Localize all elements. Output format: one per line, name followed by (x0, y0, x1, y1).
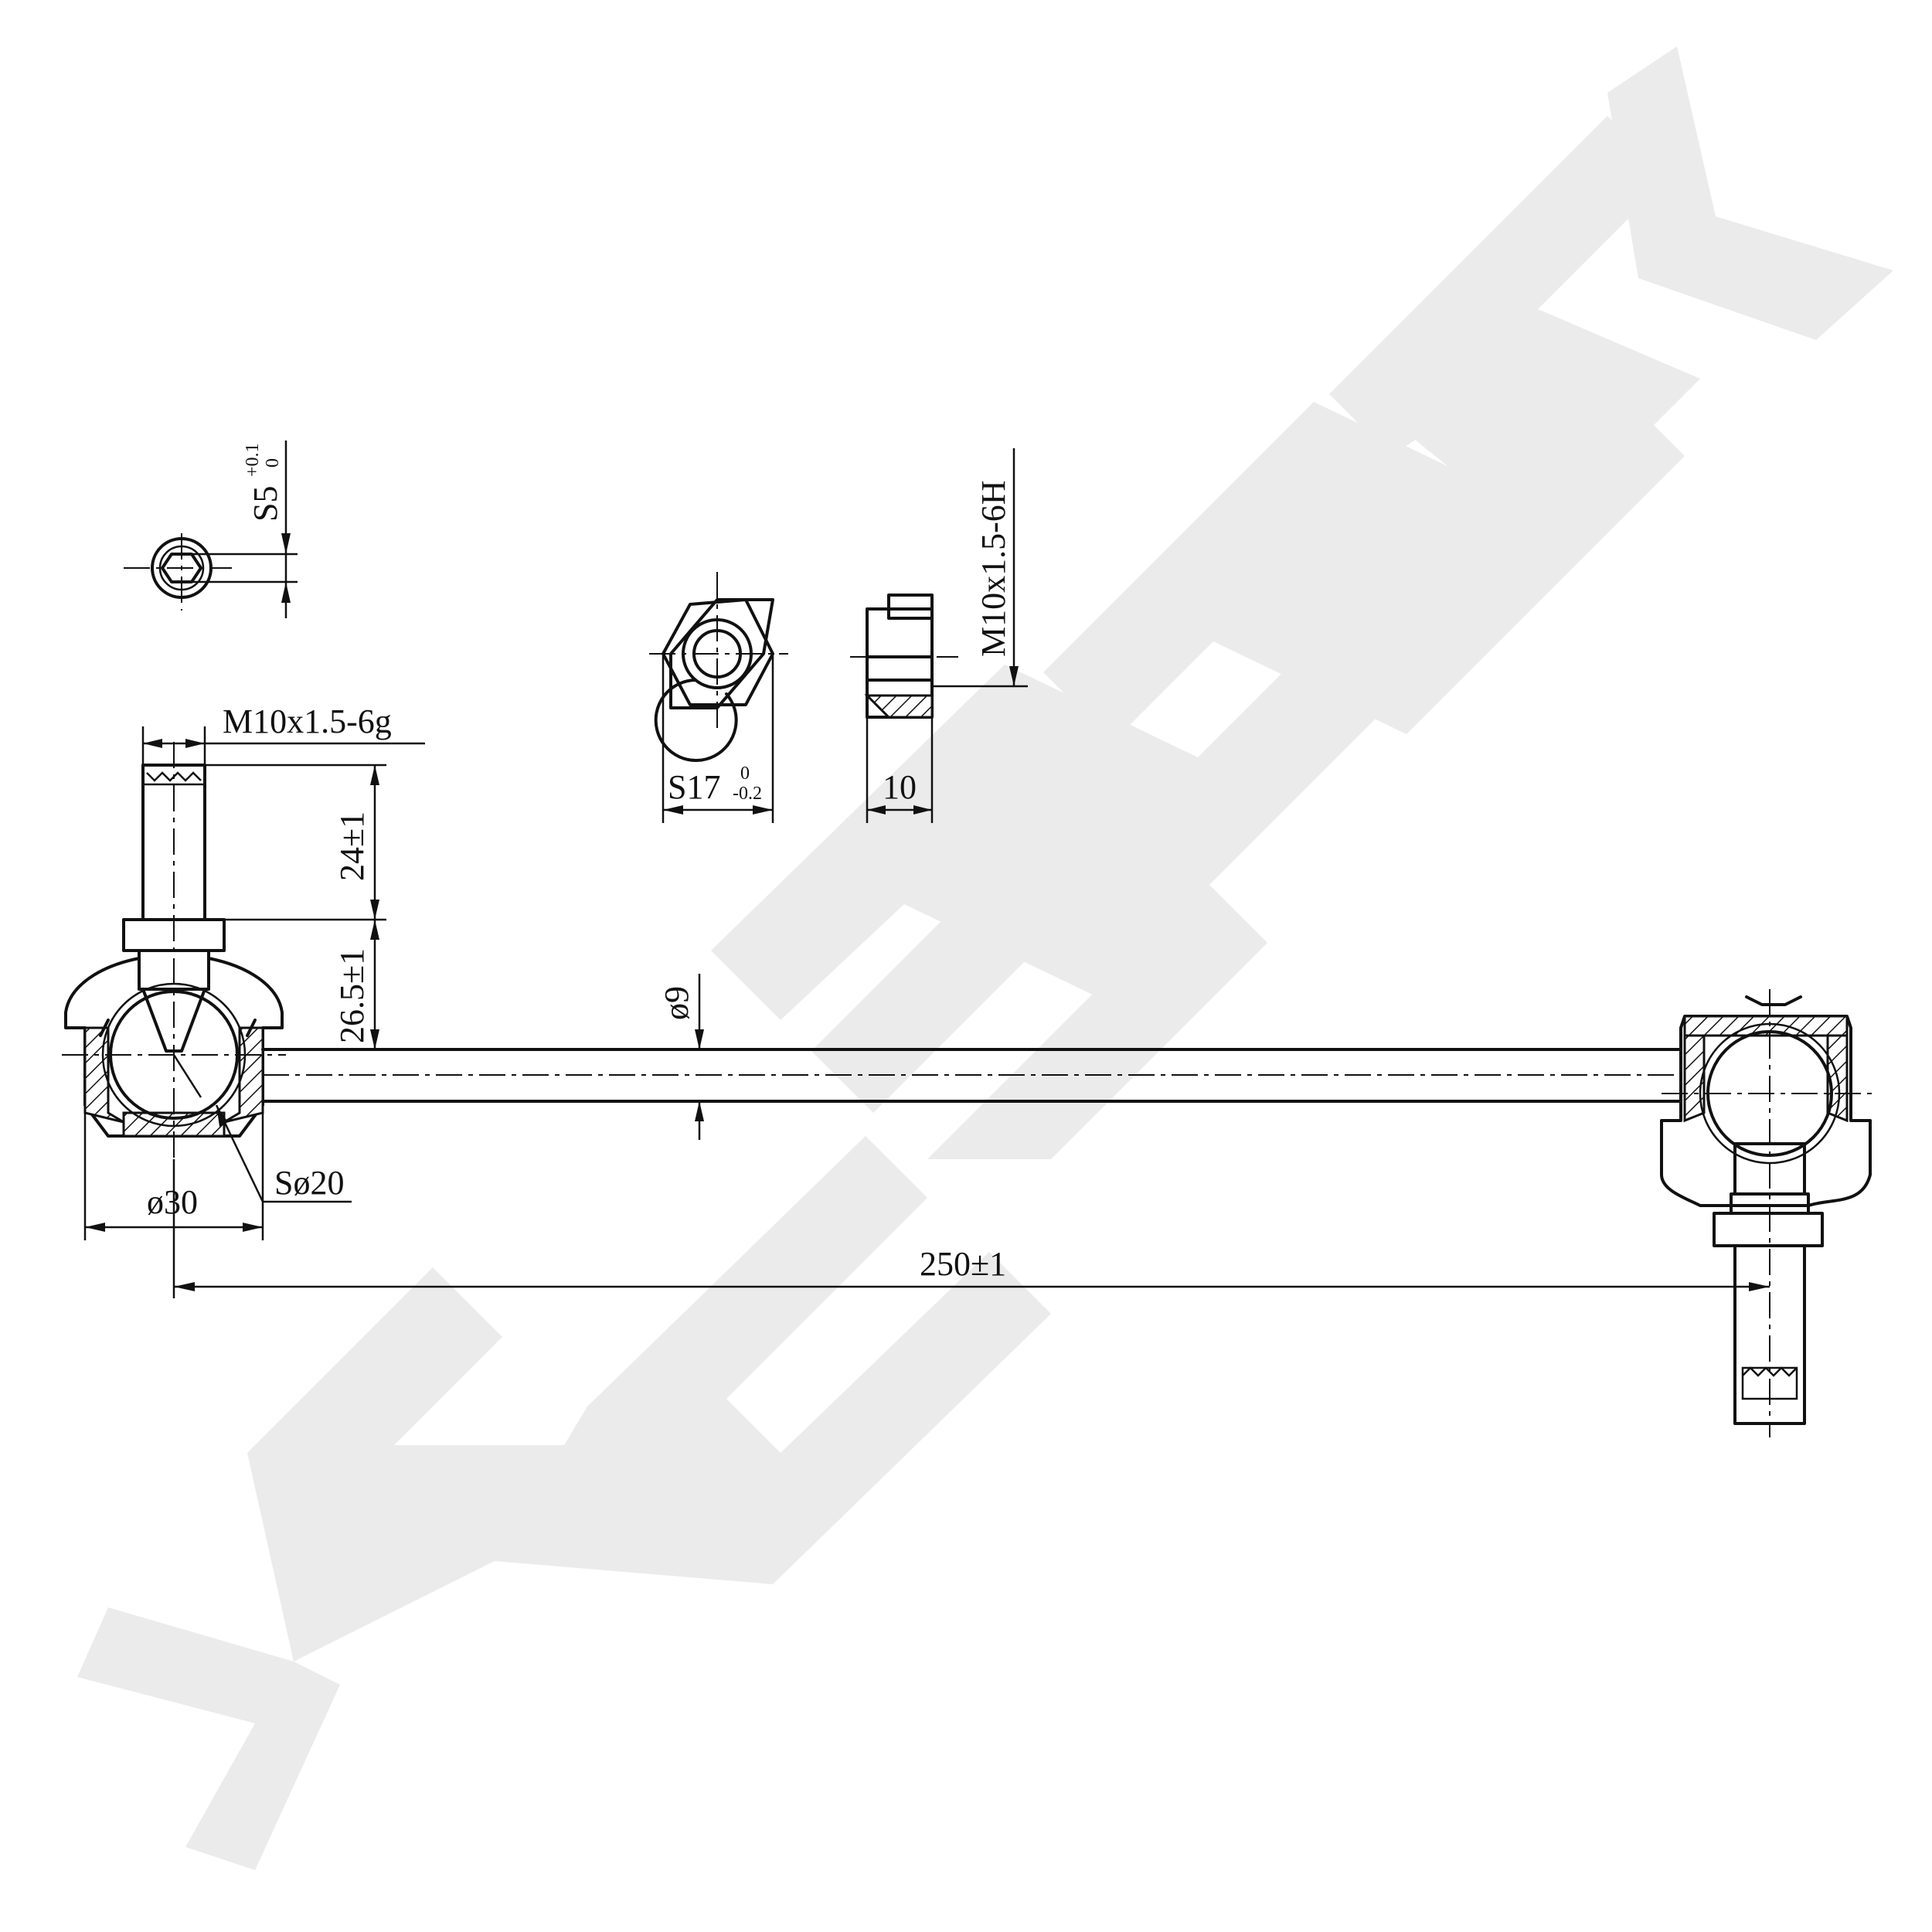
nut-front-view (649, 572, 788, 823)
stud-thread-label: M10x1.5-6g (223, 702, 392, 740)
ball-diameter-label: Sø20 (274, 1164, 344, 1202)
left-ball-joint (62, 742, 286, 1159)
overall-length-label: 250±1 (920, 1245, 1006, 1283)
nut-height-label: 10 (883, 768, 917, 806)
svg-text:-0.2: -0.2 (733, 784, 762, 804)
svg-text:+0.1: +0.1 (243, 443, 263, 477)
socket-detail-view (124, 440, 298, 618)
nut-side-section (850, 448, 1028, 823)
nut-width-label: S17 0 -0.2 (668, 764, 762, 806)
right-ball-joint (1660, 989, 1878, 1437)
housing-diameter-label: ø30 (147, 1183, 198, 1221)
overall-length-dimension (172, 1159, 1770, 1298)
ball-diameter-leader (215, 1104, 352, 1203)
stabilizer-rod (261, 974, 1682, 1140)
vertical-dimensions (205, 764, 386, 1051)
nut-thread-label: M10x1.5-6H (975, 480, 1012, 657)
svg-text:0: 0 (263, 458, 283, 468)
stud-height-label: 26.5±1 (333, 948, 371, 1043)
stud-thread-dimension (141, 726, 425, 765)
svg-text:0: 0 (740, 764, 750, 784)
zennek-logo-icon (77, 46, 1893, 1870)
svg-text:S5: S5 (247, 486, 284, 522)
socket-size-label: S5 +0.1 0 (243, 443, 284, 522)
svg-text:S17: S17 (668, 768, 720, 806)
thread-length-label: 24±1 (333, 811, 371, 881)
rod-diameter-label: ø9 (658, 986, 696, 1020)
